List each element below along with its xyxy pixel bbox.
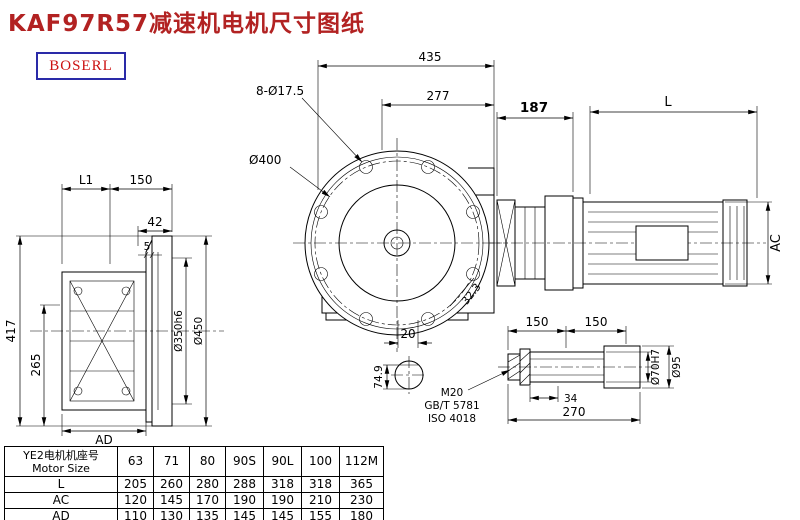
dim-450: Ø450 (193, 317, 205, 345)
technical-drawing: L1 150 42 5 417 265 AD Ø350h6 (4, 50, 784, 446)
col-header: 90S (225, 446, 264, 477)
table-cell: 280 (189, 476, 226, 493)
table-cell: 110 (117, 508, 154, 520)
motor-size-table: YE2电机机座号 Motor Size 63 71 80 90S 90L 100… (4, 446, 384, 520)
col-header: 71 (153, 446, 190, 477)
table-cell: 145 (225, 508, 264, 520)
dim-150-left: 150 (526, 315, 549, 329)
front-view: 435 277 8-Ø17.5 Ø400 32.3 20 74.9 (249, 50, 508, 394)
table-row-ac: AC 120 145 170 190 190 210 230 (4, 492, 384, 509)
table-cell: 365 (339, 476, 384, 493)
dim-417: 417 (4, 320, 18, 343)
dim-350h6: Ø350h6 (173, 310, 185, 352)
dim-42: 42 (147, 215, 162, 229)
dim-74-9: 74.9 (373, 365, 385, 388)
col-header: 112M (339, 446, 384, 477)
table-cell: 260 (153, 476, 190, 493)
boserl-logo: BOSERL (36, 52, 126, 80)
table-row-l: L 205 260 280 288 318 318 365 (4, 476, 384, 493)
dim-34: 34 (564, 393, 578, 405)
table-cell: 318 (263, 476, 302, 493)
dim-5: 5 (144, 241, 151, 253)
dim-265: 265 (29, 354, 43, 377)
row-label: AD (4, 508, 118, 520)
table-cell: 318 (301, 476, 340, 493)
dim-20: 20 (400, 327, 415, 341)
table-cell: 135 (189, 508, 226, 520)
dim-270: 270 (563, 405, 586, 419)
table-cell: 230 (339, 492, 384, 509)
col-header: 80 (189, 446, 226, 477)
col-header: 100 (301, 446, 340, 477)
row-label: L (4, 476, 118, 493)
table-cell: 155 (301, 508, 340, 520)
dim-l1: L1 (79, 173, 93, 187)
table-cell: 190 (225, 492, 264, 509)
dim-bolt-holes: 8-Ø17.5 (256, 84, 304, 98)
table-cell: 120 (117, 492, 154, 509)
dim-70h7: Ø70H7 (650, 349, 662, 385)
dim-gb5781: GB/T 5781 (424, 400, 479, 412)
dim-m20: M20 (441, 387, 463, 399)
dim-435: 435 (419, 50, 442, 64)
table-header-motor-size: YE2电机机座号 Motor Size (4, 446, 118, 477)
col-header: 90L (263, 446, 302, 477)
table-cell: 210 (301, 492, 340, 509)
table-cell: 145 (263, 508, 302, 520)
motor-size-label-en: Motor Size (32, 461, 90, 475)
dim-iso4018: ISO 4018 (428, 413, 476, 425)
dim-150-right: 150 (585, 315, 608, 329)
dim-95: Ø95 (671, 356, 683, 378)
motor-size-label-cn: YE2电机机座号 (23, 448, 99, 462)
dim-motor-l: L (664, 95, 672, 110)
motor-view: 187 L AC (490, 95, 784, 291)
table-cell: 205 (117, 476, 154, 493)
table-cell: 190 (263, 492, 302, 509)
dim-187: 187 (520, 100, 548, 116)
dim-motor-ac: AC (769, 234, 784, 252)
shaft-detail: 150 150 M20 GB/T 5781 ISO 4018 34 270 Ø7… (424, 315, 683, 425)
page-title: KAF97R57减速机电机尺寸图纸 (8, 11, 366, 37)
table-cell: 170 (189, 492, 226, 509)
table-row-ad: AD 110 130 135 145 145 155 180 (4, 508, 384, 520)
row-label: AC (4, 492, 118, 509)
table-cell: 288 (225, 476, 264, 493)
dim-400: Ø400 (249, 153, 281, 167)
table-cell: 180 (339, 508, 384, 520)
table-header-row: YE2电机机座号 Motor Size 63 71 80 90S 90L 100… (4, 446, 384, 477)
table-cell: 130 (153, 508, 190, 520)
dim-ad: AD (95, 433, 112, 446)
dim-277: 277 (427, 89, 450, 103)
dim-150-top: 150 (130, 173, 153, 187)
col-header: 63 (117, 446, 154, 477)
table-cell: 145 (153, 492, 190, 509)
logo-text: BOSERL (49, 57, 113, 74)
left-view: L1 150 42 5 417 265 AD Ø350h6 (4, 173, 224, 446)
